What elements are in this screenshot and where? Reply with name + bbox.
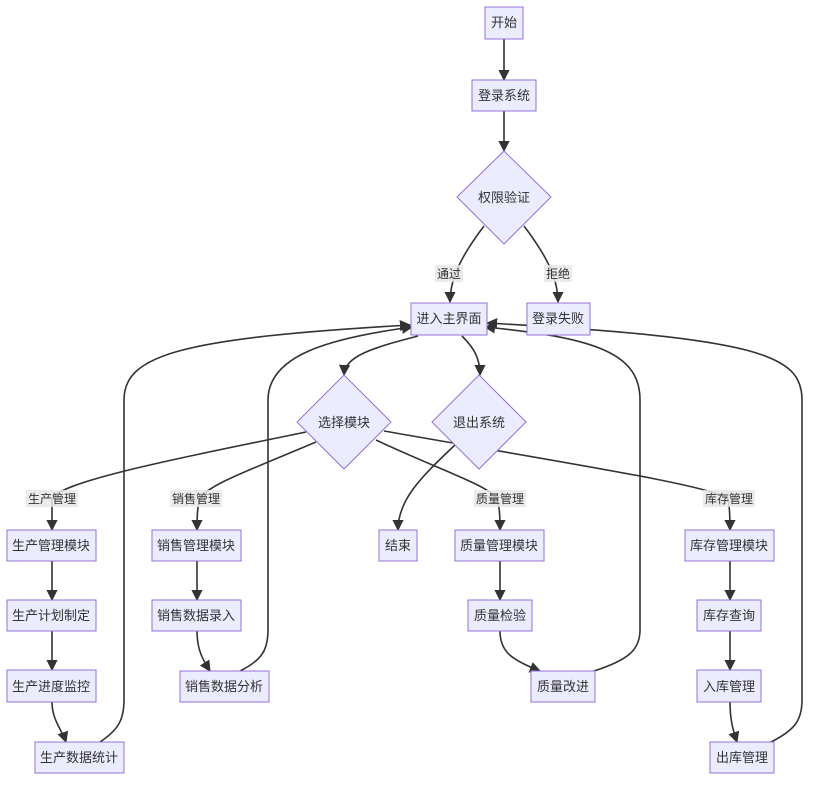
- edge-exit-end: [392, 443, 457, 532]
- node-auth-decision[interactable]: 权限验证: [456, 150, 552, 245]
- svg-text:拒绝: 拒绝: [546, 266, 570, 281]
- node-sales-analysis[interactable]: 销售数据分析: [179, 670, 270, 703]
- svg-text:权限验证: 权限验证: [478, 190, 530, 206]
- svg-text:通过: 通过: [437, 267, 461, 281]
- edge-quality-2: [499, 630, 542, 673]
- svg-text:选择模块: 选择模块: [318, 416, 370, 431]
- node-sales-module[interactable]: 销售管理模块: [151, 529, 242, 562]
- svg-text:生产计划制定: 生产计划制定: [12, 609, 90, 624]
- svg-text:生产管理模块: 生产管理模块: [12, 539, 90, 554]
- nodes: 开始 登录系统 权限验证 进入主界面 登录失败 选择模块 退出系统 结束: [6, 6, 775, 774]
- node-login-fail[interactable]: 登录失败: [526, 302, 591, 336]
- svg-text:入库管理: 入库管理: [703, 679, 755, 695]
- edge-label-inventory: 库存管理: [703, 490, 755, 507]
- svg-text:退出系统: 退出系统: [453, 416, 505, 431]
- node-quality-improve[interactable]: 质量改进: [530, 670, 596, 703]
- svg-text:质量管理: 质量管理: [476, 491, 524, 506]
- svg-text:登录失败: 登录失败: [532, 312, 584, 327]
- edge-select-inventory: [383, 430, 736, 532]
- svg-text:库存管理模块: 库存管理模块: [690, 538, 768, 554]
- svg-text:登录系统: 登录系统: [478, 89, 530, 104]
- edge-inv-back: [485, 317, 803, 743]
- node-main[interactable]: 进入主界面: [410, 302, 488, 336]
- node-exit-decision[interactable]: 退出系统: [431, 374, 527, 470]
- svg-text:库存查询: 库存查询: [703, 608, 755, 624]
- svg-text:质量改进: 质量改进: [537, 680, 589, 695]
- node-quality-check[interactable]: 质量检验: [467, 599, 533, 632]
- node-inv-query[interactable]: 库存查询: [696, 599, 762, 632]
- edge-quality-back: [483, 322, 641, 672]
- edge-main-select: [338, 335, 419, 377]
- node-select-decision[interactable]: 选择模块: [296, 374, 392, 470]
- node-end[interactable]: 结束: [378, 529, 418, 562]
- edge-label-prod: 生产管理: [26, 490, 78, 507]
- edge-label-sales: 销售管理: [170, 490, 222, 507]
- node-prod-stats[interactable]: 生产数据统计: [34, 741, 125, 774]
- svg-text:销售管理: 销售管理: [172, 491, 220, 506]
- edge-sales-back: [239, 322, 414, 672]
- svg-text:结束: 结束: [385, 539, 411, 554]
- svg-text:销售数据分析: 销售数据分析: [185, 679, 263, 695]
- svg-text:销售管理模块: 销售管理模块: [157, 538, 235, 554]
- node-prod-module[interactable]: 生产管理模块: [6, 529, 97, 562]
- node-sales-entry[interactable]: 销售数据录入: [151, 599, 242, 632]
- svg-text:质量检验: 质量检验: [474, 608, 526, 624]
- node-quality-module[interactable]: 质量管理模块: [454, 529, 545, 562]
- edge-main-exit: [461, 335, 486, 377]
- edge-auth-main: [444, 225, 485, 304]
- svg-text:销售数据录入: 销售数据录入: [157, 608, 235, 624]
- edge-select-sales: [191, 441, 317, 532]
- svg-text:生产管理: 生产管理: [28, 491, 76, 506]
- edge-auth-fail: [523, 225, 564, 304]
- svg-text:进入主界面: 进入主界面: [416, 312, 481, 327]
- node-inv-in[interactable]: 入库管理: [696, 669, 762, 703]
- edge-prod-3: [51, 701, 69, 744]
- edges: [46, 39, 803, 744]
- edge-label-quality: 质量管理: [474, 490, 526, 507]
- edge-inv-3: [728, 701, 740, 744]
- svg-text:质量管理模块: 质量管理模块: [460, 539, 538, 554]
- node-inv-out[interactable]: 出库管理: [709, 741, 775, 774]
- edge-prod-back: [99, 319, 412, 743]
- svg-text:生产进度监控: 生产进度监控: [12, 679, 90, 695]
- edge-label-reject: 拒绝: [544, 265, 572, 282]
- svg-text:开始: 开始: [491, 16, 517, 31]
- node-inv-module[interactable]: 库存管理模块: [684, 529, 775, 562]
- edge-labels: 通过 拒绝 生产管理 销售管理 质量管理 库存管理: [26, 265, 755, 507]
- svg-text:库存管理: 库存管理: [705, 491, 753, 506]
- edge-sales-2: [196, 630, 211, 672]
- svg-text:生产数据统计: 生产数据统计: [40, 751, 118, 766]
- node-prod-plan[interactable]: 生产计划制定: [6, 599, 97, 632]
- edge-label-pass: 通过: [435, 265, 463, 282]
- node-prod-monitor[interactable]: 生产进度监控: [6, 669, 97, 703]
- node-login[interactable]: 登录系统: [471, 79, 537, 112]
- svg-text:出库管理: 出库管理: [716, 750, 768, 766]
- node-start[interactable]: 开始: [484, 6, 524, 40]
